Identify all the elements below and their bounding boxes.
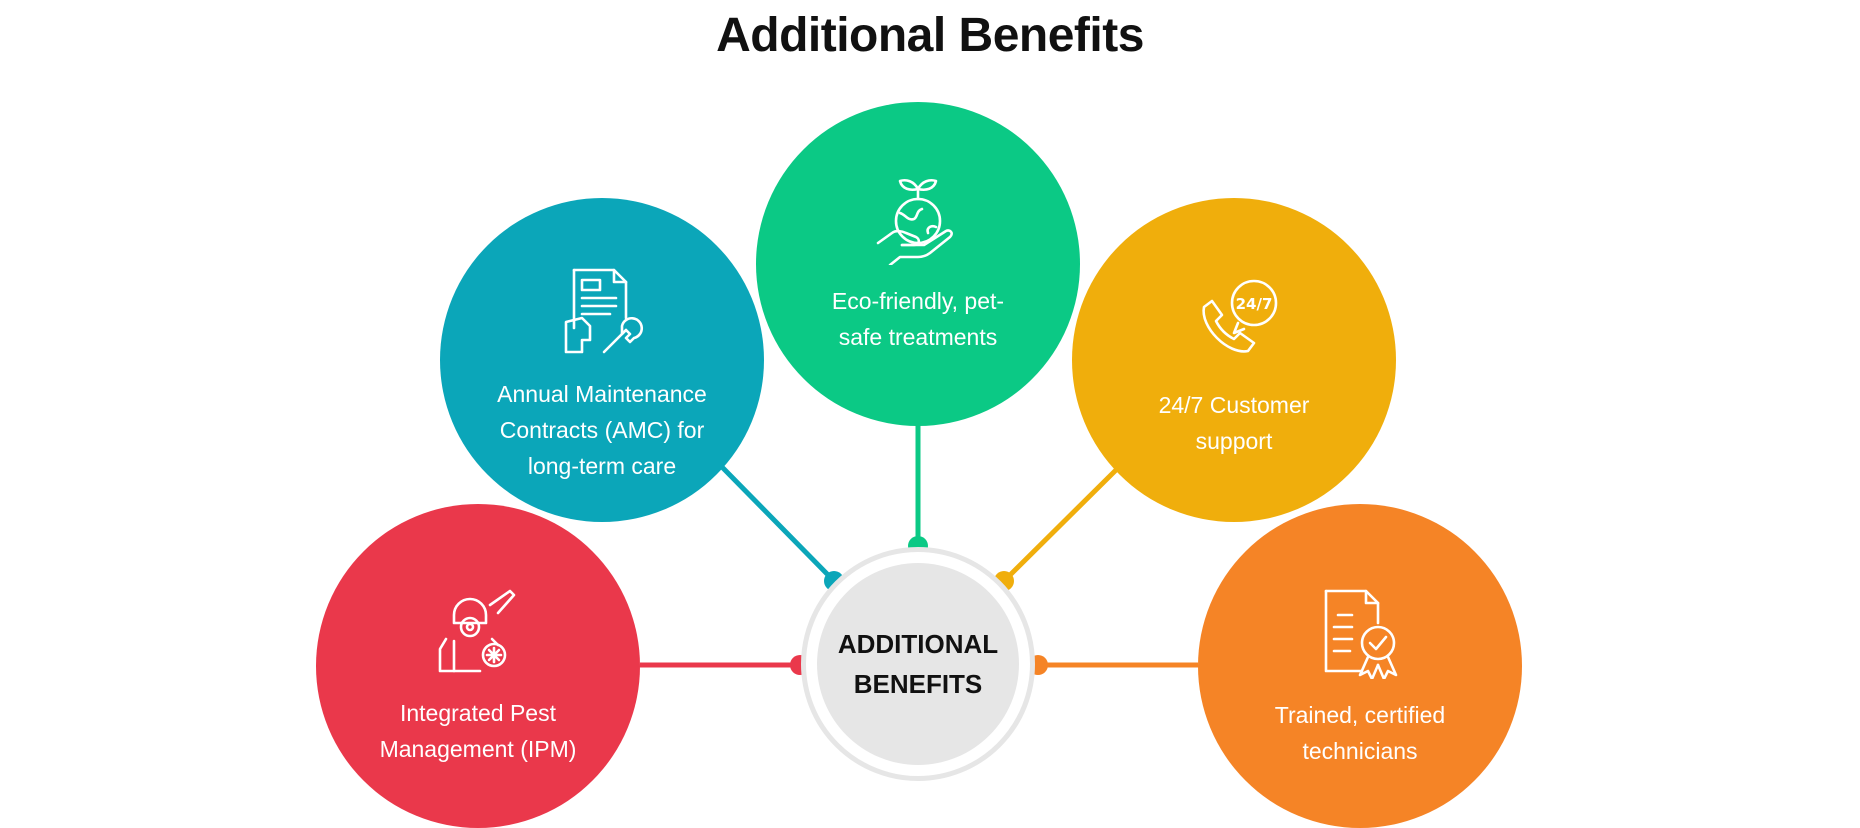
benefit-amc-line1: Annual Maintenance	[497, 381, 707, 407]
benefit-support: 24/7 24/7 Customer support	[1072, 198, 1396, 522]
benefit-support-line1: 24/7 Customer	[1158, 392, 1310, 418]
hub-label-line1: ADDITIONAL	[837, 629, 999, 659]
phone-24-7-icon: 24/7	[1202, 279, 1278, 353]
pest-control-technician-icon	[438, 589, 516, 673]
benefit-amc-line2: Contracts (AMC) for	[499, 417, 705, 443]
benefit-eco-line2: safe treatments	[838, 324, 998, 350]
benefit-trained: Trained, certified technicians	[1198, 504, 1522, 828]
benefit-eco-friendly: Eco-friendly, pet- safe treatments	[756, 102, 1080, 426]
hub-circle: ADDITIONAL BENEFITS	[817, 563, 1019, 765]
connector-support	[1002, 468, 1118, 583]
benefit-ipm: Integrated Pest Management (IPM)	[316, 504, 640, 828]
eco-globe-hand-icon	[876, 178, 953, 265]
connector-amc	[720, 465, 836, 583]
benefit-support-line2: support	[1195, 428, 1273, 454]
benefit-eco-line1: Eco-friendly, pet-	[831, 288, 1005, 314]
benefit-trained-line2: technicians	[1302, 738, 1418, 764]
contract-wrench-icon	[564, 268, 643, 354]
benefit-amc: Annual Maintenance Contracts (AMC) for l…	[440, 198, 764, 522]
benefit-ipm-line2: Management (IPM)	[379, 736, 577, 762]
benefit-amc-line3: long-term care	[527, 453, 677, 479]
benefit-ipm-line1: Integrated Pest	[399, 700, 556, 726]
certificate-badge-icon	[1324, 589, 1398, 679]
support-icon-badge: 24/7	[1236, 295, 1273, 313]
hub-label-line2: BENEFITS	[853, 669, 983, 699]
page-title: Additional Benefits	[716, 9, 1144, 62]
benefit-trained-line1: Trained, certified	[1274, 702, 1446, 728]
